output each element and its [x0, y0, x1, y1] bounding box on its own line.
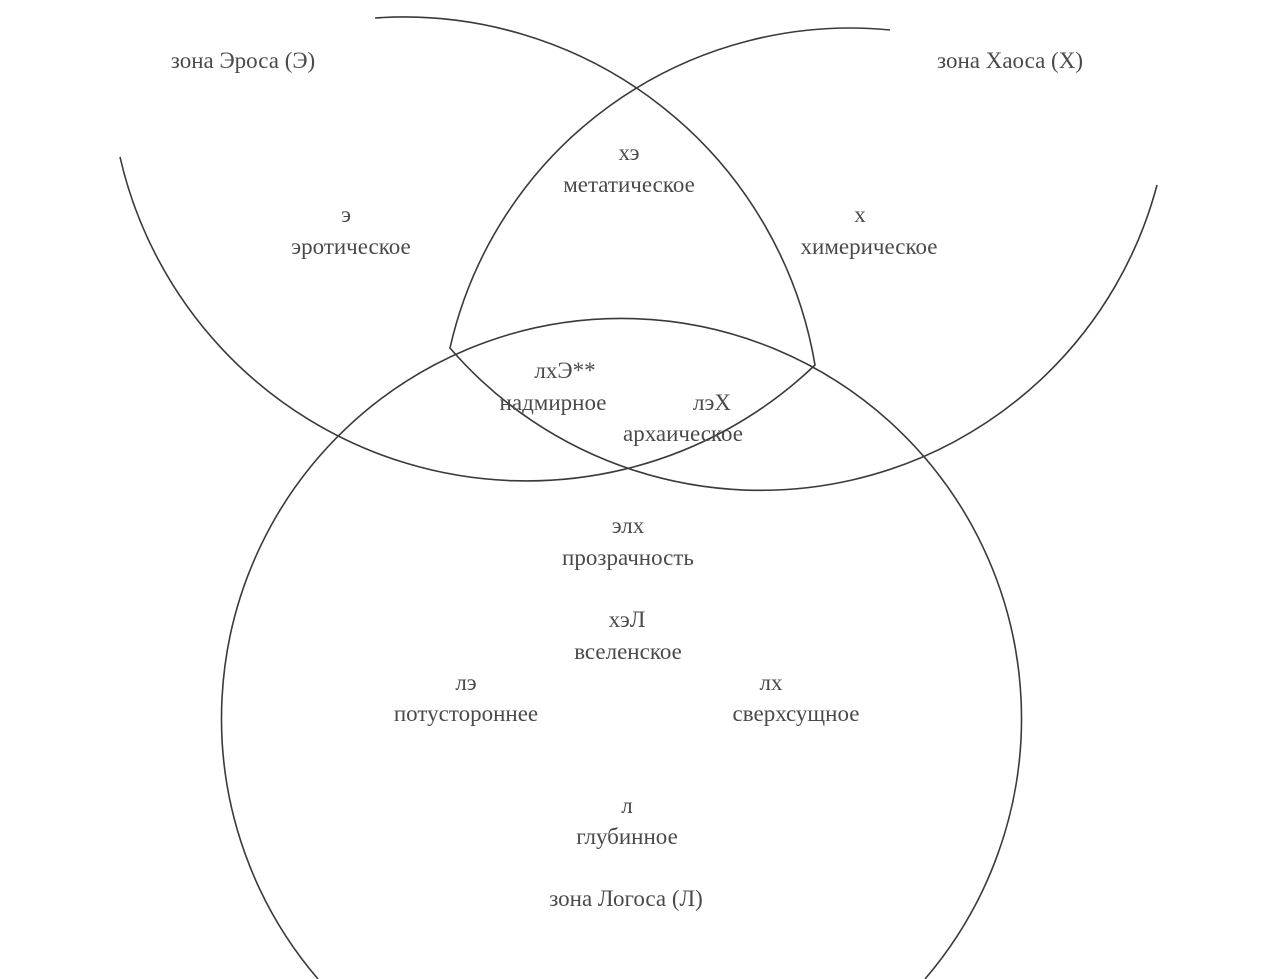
- region-xe-code: хэ: [618, 140, 639, 165]
- region-l-code: л: [621, 793, 632, 818]
- region-leX-code: лэХ: [693, 390, 731, 415]
- zone-logos-label: зона Логоса (Л): [549, 886, 703, 911]
- region-leX-name: архаическое: [623, 421, 743, 446]
- region-lx-code: лх: [760, 670, 783, 695]
- eros-circle: [119, 16, 816, 482]
- region-le-code: лэ: [455, 670, 476, 695]
- region-xeL-code: хэЛ: [609, 607, 646, 632]
- region-xeL-name: вселенское: [574, 639, 682, 664]
- region-l-name: глубинное: [576, 824, 678, 849]
- zone-eros-label: зона Эроса (Э): [171, 48, 315, 73]
- region-lxE-name: надмирное: [500, 390, 607, 415]
- region-xe-name: метатическое: [563, 172, 695, 197]
- region-elx-code: элх: [612, 513, 645, 538]
- region-elx-name: прозрачность: [562, 545, 694, 570]
- region-lx-name: сверхсущное: [733, 701, 860, 726]
- region-e-name: эротическое: [291, 234, 410, 259]
- logos-circle: [220, 317, 1023, 979]
- region-e-code: э: [341, 202, 351, 227]
- zone-chaos-label: зона Хаоса (Х): [937, 48, 1083, 73]
- region-x-name: химерическое: [801, 234, 938, 259]
- chaos-circle: [449, 27, 1158, 492]
- region-le-name: потустороннее: [394, 701, 538, 726]
- region-lxE-code: лхЭ**: [534, 358, 595, 383]
- region-x-code: х: [854, 202, 866, 227]
